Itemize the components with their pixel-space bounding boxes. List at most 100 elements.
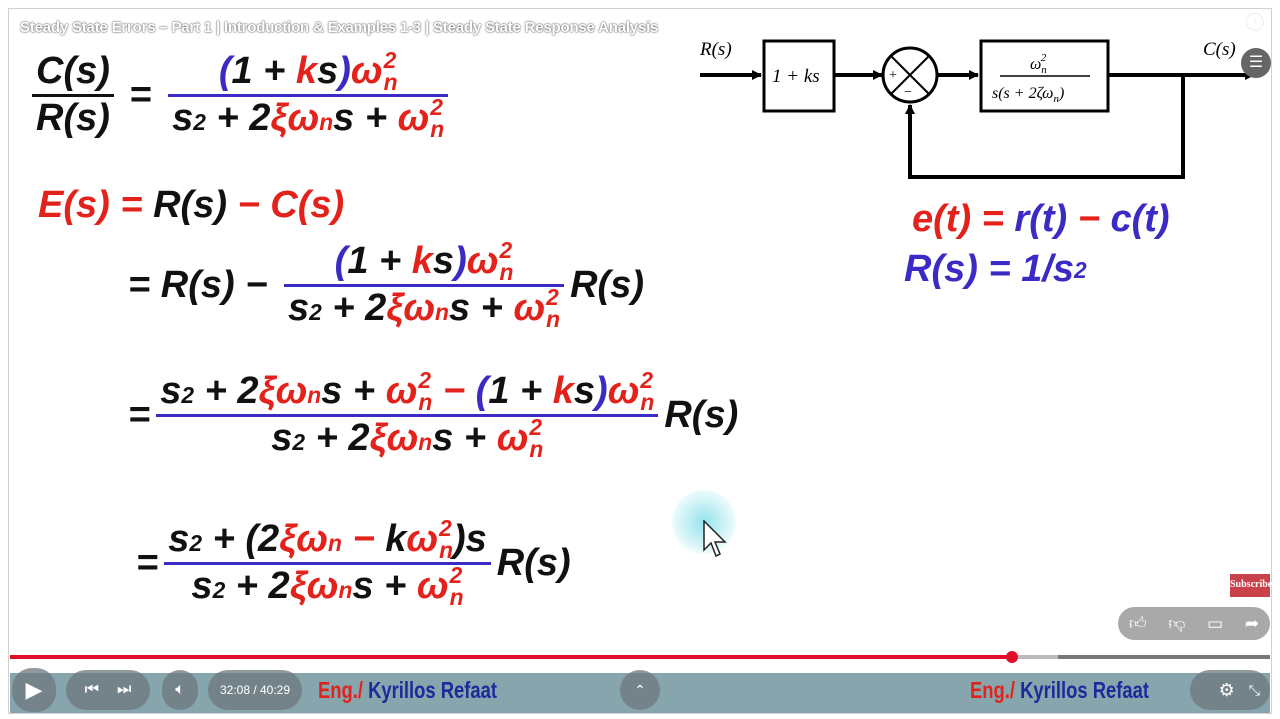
math-term: ξω [386,286,436,329]
math-term: ξω [289,564,339,607]
svg-text:ωn2: ωn2 [1030,52,1047,76]
math-term: 1 + [231,50,296,92]
like-icon[interactable]: 👍︎ [1128,614,1147,633]
info-icon[interactable]: i [1246,13,1264,31]
equals-sign: = [129,73,153,116]
play-button[interactable]: ▶ [12,668,56,712]
math-term: = R(s) − [128,263,278,306]
math-term: + 2 [194,370,259,412]
math-term: − [341,518,386,560]
svg-text:s(s + 2ζωn): s(s + 2ζωn) [992,85,1064,105]
feedback-path [905,75,1185,179]
video-frame[interactable] [8,8,1272,714]
math-term: ) [454,240,467,282]
video-title[interactable]: Steady State Errors – Part 1 | Introduct… [20,19,659,36]
math-term: + (2 [202,518,280,560]
share-icon[interactable]: ➦ [1244,613,1260,633]
math-term: = [128,393,151,436]
input-label: R(s) [699,39,732,60]
progress-bar[interactable] [10,651,1270,663]
right-controls: ⚙ ⤡ [1190,670,1270,710]
playlist-button[interactable]: ☰ [1241,48,1271,78]
watermark-right: Eng./ Kyrillos Refaat [970,677,1149,703]
math-term: + 2 [305,416,370,459]
time-display: 32:08 / 40:29 [208,670,302,710]
math-term: ) [338,50,351,92]
math-term: − [1067,198,1111,240]
math-term: ξω [369,416,419,459]
subscribe-badge[interactable]: Subscribe [1230,574,1272,597]
expand-button[interactable]: ⌃ [620,670,660,710]
scrubber-handle[interactable] [1005,651,1018,663]
math-term: + 2 [225,564,290,607]
block-1-label: 1 + ks [772,66,820,87]
math-term: s [271,416,293,459]
math-term: ) [595,370,608,412]
chevron-up-icon: ⌃ [634,681,646,698]
math-term: s [168,518,190,560]
math-term: ξω [258,370,308,412]
action-bar: 👍︎ 👎︎ ▭ ➦ [1118,607,1270,640]
math-term: s [191,564,213,607]
math-term: k [552,370,574,412]
next-icon[interactable]: ⏭ [117,681,132,698]
math-term: k [385,518,407,560]
comment-icon[interactable]: ▭ [1207,613,1224,633]
volume-button[interactable]: 🔈︎ [162,670,198,710]
minus-sign: − [904,85,912,100]
math-term: s [317,50,339,92]
equation-error-definition: E(s) = R(s) − C(s) [38,184,344,227]
math-term: R(s) [664,393,739,436]
dislike-icon[interactable]: 👎︎ [1168,614,1186,633]
playlist-icon: ☰ [1248,54,1264,71]
math-term: E(s) = [38,184,154,226]
math-term: ( [475,370,489,412]
math-term: − [432,370,476,412]
math-term: s + [432,416,497,459]
math-term: k [411,240,433,282]
math-term: C(s) [36,50,110,92]
math-term: s [432,240,455,282]
error-time-domain: e(t) = r(t) − c(t) [912,198,1170,241]
math-term: ξω [270,96,320,139]
previous-icon[interactable]: ⏮ [84,681,99,698]
plus-sign: + [889,68,897,83]
math-term: s [287,286,310,329]
math-term: R(s) [496,541,571,584]
math-term: ξω [279,518,328,560]
math-term: R(s) [153,184,227,226]
settings-icon[interactable]: ⚙ [1218,679,1235,700]
volume-icon: 🔈︎ [175,681,185,698]
play-icon: ▶ [25,677,43,702]
math-term: = [136,541,159,584]
block-diagram: R(s) C(s) 1 + ks + − ωn2 s(s + 2ζωn) [699,39,1255,179]
math-term: + 2 [321,286,387,329]
math-term: s + [333,96,398,139]
math-term: + 2 [205,96,271,139]
math-term: R(s) = 1/s [904,248,1075,290]
exit-fullscreen-icon[interactable]: ⤡ [1248,681,1260,698]
math-term: s + [352,564,417,607]
math-term: ( [218,50,232,92]
math-term: 1 + [347,240,412,282]
math-term: s [172,96,194,139]
math-term: r(t) [1014,198,1068,240]
lhs-fraction: C(s)R(s) [32,50,114,140]
math-term: ( [334,240,348,282]
